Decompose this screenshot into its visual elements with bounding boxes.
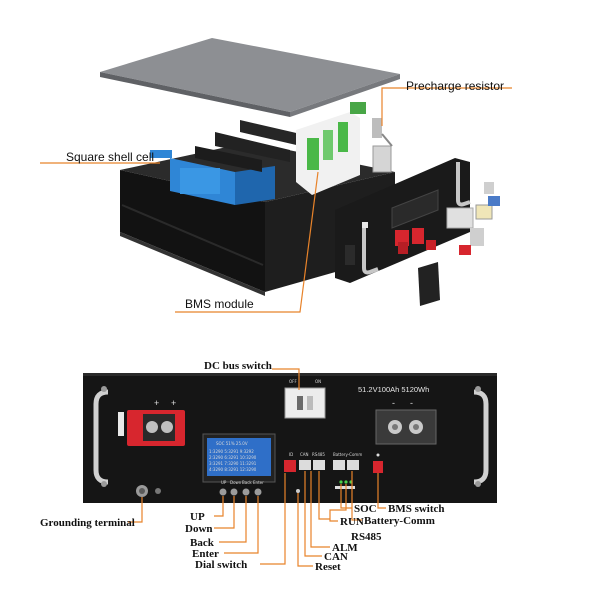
plus-mark-2: + — [171, 398, 176, 408]
dial-switch[interactable] — [284, 460, 296, 472]
label-precharge-resistor: Precharge resistor — [406, 79, 504, 93]
off-mark: OFF — [289, 379, 297, 384]
port-label-battery-comm: Battery-Comm — [333, 452, 362, 457]
leader-can — [304, 471, 322, 557]
panel-labels: DC bus switch Grounding terminal UP Down… — [40, 360, 445, 573]
label-grounding-terminal: Grounding terminal — [40, 517, 135, 529]
leader-battery-comm — [351, 471, 362, 521]
detached-parts — [418, 182, 500, 306]
lcd-row-2: 2:3290 6:3291 10:3290 — [209, 455, 257, 460]
btn-text-enter: Enter — [253, 480, 264, 485]
top-lid — [100, 38, 400, 112]
port-label-can: CAN — [300, 452, 309, 457]
label-square-shell-cell: Square shell cell — [66, 150, 154, 164]
label-run: RUN — [340, 516, 364, 528]
square-shell-cells — [150, 120, 305, 205]
leader-alm — [310, 471, 330, 548]
label-reset: Reset — [315, 561, 341, 573]
label-battery-comm: Battery-Comm — [364, 515, 435, 527]
lcd-row-4: 4:3290 8:3291 12:3290 — [209, 467, 257, 472]
leader-grounding — [128, 497, 143, 523]
spec-text: 51.2V100Ah 5120Wh — [358, 385, 429, 394]
port-label-rs485: RS485 — [312, 452, 325, 457]
on-mark: ON — [315, 379, 321, 384]
dc-bus-switch[interactable] — [284, 387, 326, 419]
leader-bms — [175, 171, 319, 313]
precharge-resistor — [372, 118, 393, 173]
label-alm: ALM — [332, 542, 358, 554]
leader-precharge — [381, 87, 512, 126]
leader-dc-bus — [272, 368, 300, 390]
panel-leaders — [128, 368, 386, 567]
label-up: UP — [190, 511, 205, 523]
negative-terminal — [375, 409, 437, 445]
handle-left — [362, 224, 379, 275]
soc-led — [339, 480, 343, 484]
lcd-screen — [207, 438, 271, 476]
enter-button[interactable] — [254, 488, 262, 496]
battery-comm-port-2[interactable] — [347, 460, 359, 470]
red-terminals — [395, 228, 436, 254]
lcd-row-1: 1:3290 5:3291 9:3292 — [209, 449, 254, 454]
leader-down — [214, 496, 235, 529]
leader-reset — [297, 493, 313, 567]
lcd-title: SOC 51% 25.0V — [216, 441, 248, 446]
plus-mark-1: + — [154, 398, 159, 408]
leader-dial — [260, 473, 286, 565]
run-led — [344, 480, 348, 484]
btn-text-up: UP — [221, 480, 227, 485]
label-enter: Enter — [192, 548, 219, 560]
minus-mark-2: - — [410, 398, 413, 408]
leader-soc — [340, 484, 352, 509]
bms-board — [296, 102, 366, 195]
label-bms-module: BMS module — [185, 297, 254, 311]
back-button[interactable] — [242, 488, 250, 496]
label-dial-switch: Dial switch — [195, 559, 247, 571]
leader-enter — [224, 496, 259, 554]
front-panel: + + SOC 51% 25.0V 1:3290 5:3291 9:3292 2… — [83, 373, 497, 503]
can-port[interactable] — [299, 460, 311, 470]
leader-back — [219, 496, 247, 543]
rs485-port[interactable] — [313, 460, 325, 470]
down-button[interactable] — [230, 488, 238, 496]
battery-comm-port-1[interactable] — [333, 460, 345, 470]
panel-handle-right — [473, 389, 489, 485]
label-bms-switch: BMS switch — [388, 503, 445, 515]
label-rs485: RS485 — [351, 531, 382, 543]
leader-bms-switch — [377, 473, 386, 509]
leader-up — [214, 496, 224, 517]
exploded-battery: Precharge resistor Square shell cell BMS… — [40, 38, 512, 313]
btn-text-down: Down — [230, 480, 242, 485]
minus-mark-1: - — [392, 398, 395, 408]
leader-run — [329, 484, 347, 522]
front-panel-exploded — [335, 158, 471, 283]
handle-right — [456, 162, 471, 207]
bms-switch[interactable] — [373, 461, 383, 473]
port-label-id: ID — [289, 452, 293, 457]
label-dc-bus-switch: DC bus switch — [204, 360, 272, 372]
label-back: Back — [190, 537, 215, 549]
up-button[interactable] — [219, 488, 227, 496]
label-can: CAN — [324, 551, 348, 563]
btn-text-back: Back — [242, 480, 252, 485]
reset-button[interactable] — [296, 489, 300, 493]
label-soc: SOC — [354, 503, 377, 515]
leader-rs485 — [318, 471, 330, 520]
label-down: Down — [185, 523, 213, 535]
panel-handle-left — [93, 389, 109, 485]
lcd-row-3: 3:3291 7:3290 11:3291 — [209, 461, 257, 466]
